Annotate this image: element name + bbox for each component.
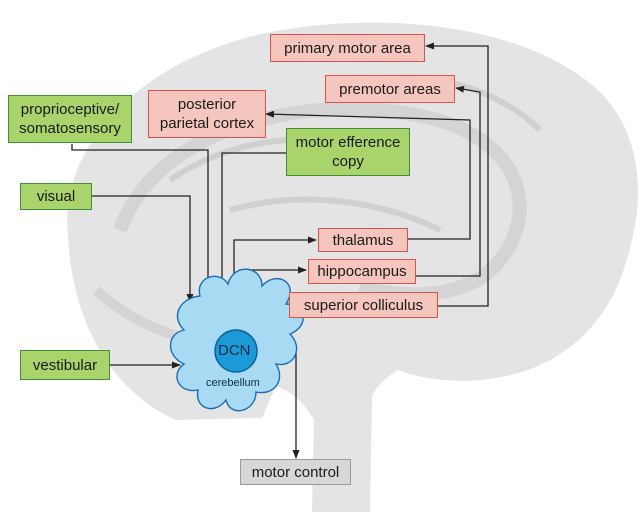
target-primary-motor: primary motor area <box>270 34 425 62</box>
cerebellum-label: cerebellum <box>206 377 260 389</box>
arrow-efference-to-cerebellum <box>218 152 286 303</box>
target-superior-colliculus: superior colliculus <box>289 292 438 318</box>
arrow-colliculus-to-primary-motor <box>425 42 489 307</box>
target-premotor: premotor areas <box>325 75 455 103</box>
input-visual: visual <box>20 183 92 210</box>
output-motor-control: motor control <box>240 459 351 485</box>
target-posterior-parietal: posterior parietal cortex <box>148 90 266 138</box>
dcn-label: DCN <box>218 342 251 359</box>
input-vestibular: vestibular <box>20 350 110 380</box>
arrow-visual-to-cerebellum <box>92 195 194 303</box>
target-hippocampus: hippocampus <box>308 259 416 284</box>
input-motor-efference: motor efference copy <box>286 128 410 176</box>
arrow-proprioceptive-to-cerebellum <box>71 144 212 303</box>
input-proprioceptive: proprioceptive/ somatosensory <box>8 95 132 143</box>
dcn-nucleus <box>214 329 258 373</box>
arrow-hippocampus-to-premotor <box>416 85 481 277</box>
arrow-thalamus-to-parietal <box>265 110 471 240</box>
target-thalamus: thalamus <box>318 228 408 252</box>
